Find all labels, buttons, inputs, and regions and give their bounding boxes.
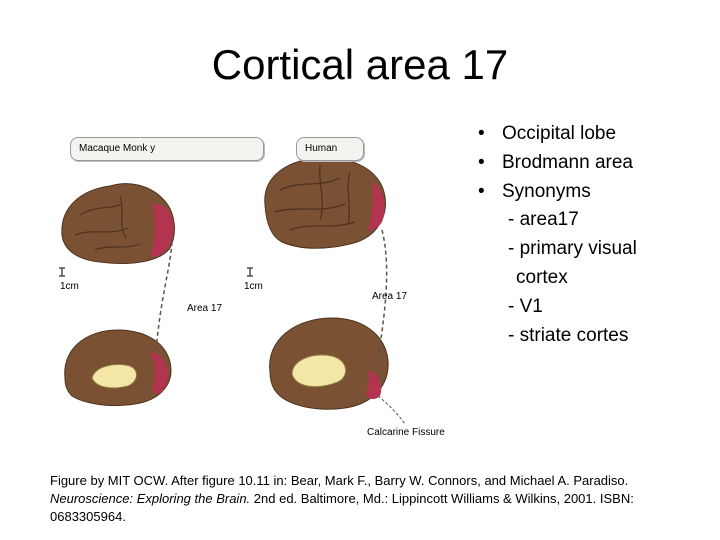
bullet-symbol: •: [478, 123, 485, 144]
caption-text: Figure by MIT OCW. After figure 10.11 in…: [50, 473, 629, 488]
bullet-symbol: •: [478, 180, 485, 202]
calcarine-label: Calcarine Fissure: [367, 427, 445, 438]
bullet-item: • Synonyms: [478, 178, 718, 207]
sub-item: cortex: [516, 266, 568, 288]
area17-patch: [366, 370, 382, 399]
bullet-text: Brodmann area: [502, 151, 633, 173]
connector-line: [377, 395, 406, 425]
bullet-text: Occipital lobe: [502, 123, 617, 144]
human-medial-brain: [269, 317, 389, 410]
scale-bar: [247, 267, 253, 277]
sub-item: - striate cortes: [508, 324, 629, 346]
figure-caption: Figure by MIT OCW. After figure 10.11 in…: [50, 472, 710, 526]
caption-text: 2nd ed. Baltimore, Md.: Lippincott Willi…: [50, 491, 634, 524]
corpus-callosum: [91, 364, 137, 389]
scale-label: 1cm: [60, 281, 79, 292]
bullet-item: • Brodmann area: [478, 149, 718, 178]
area17-patch: [150, 352, 169, 394]
macaque-medial-brain: [64, 329, 172, 407]
connector-line: [155, 241, 173, 353]
sub-item: - primary visual: [508, 238, 637, 260]
connector-line: [375, 229, 388, 373]
bullet-symbol: •: [478, 151, 485, 173]
scale-label: 1cm: [244, 281, 263, 292]
slide-title: Cortical area 17: [211, 41, 509, 88]
caption-book-title: Neuroscience: Exploring the Brain.: [50, 491, 251, 506]
sub-item: - area17: [508, 209, 579, 231]
area17-patch: [368, 182, 385, 231]
area17-label: Area 17: [372, 291, 408, 302]
area17-patch: [150, 203, 174, 257]
bullet-item: • Occipital lobe: [478, 120, 718, 149]
macaque-label: Macaque Monk y: [70, 137, 264, 161]
human-lateral-brain: [264, 157, 386, 249]
corpus-callosum: [291, 354, 347, 388]
human-label: Human: [296, 137, 364, 161]
area17-label: Area 17: [187, 303, 223, 314]
scale-bar: [59, 267, 65, 277]
sub-item: - V1: [508, 295, 543, 317]
macaque-lateral-brain: [61, 183, 175, 264]
bullet-list: • Occipital lobe • Brodmann area • Synon…: [478, 120, 718, 350]
bullet-text: Synonyms: [502, 180, 591, 202]
